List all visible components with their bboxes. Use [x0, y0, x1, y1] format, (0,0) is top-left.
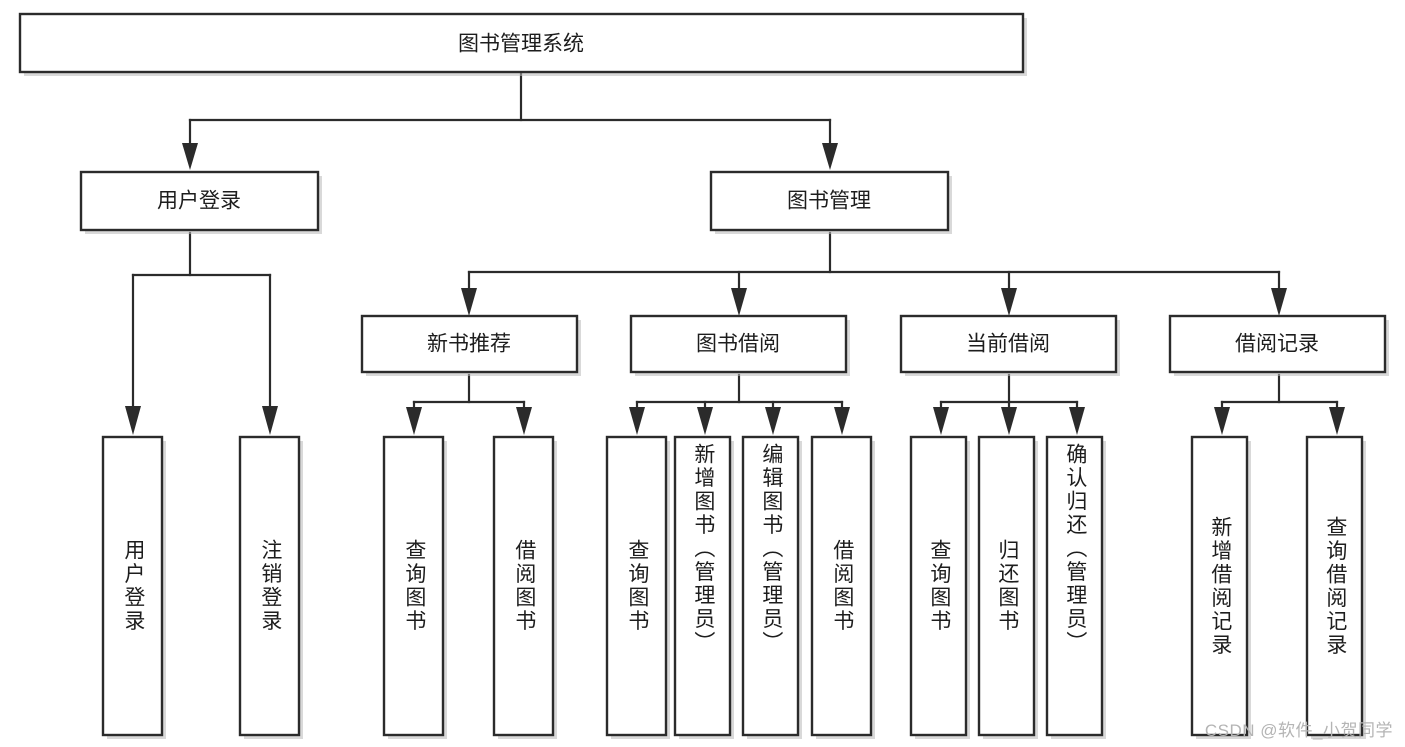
arrow-cb-leaf-3 [1069, 407, 1085, 435]
node-book-manage-box [709, 170, 950, 232]
arrow-bb-leaf-4 [834, 407, 850, 435]
node-borrow-record-box [1168, 314, 1387, 374]
node-borrow-record[interactable]: 借阅记录 [1168, 314, 1389, 376]
node-root[interactable]: 图书管理系统 [18, 12, 1027, 76]
leaf-logout[interactable] [238, 435, 303, 739]
node-book-borrow[interactable]: 图书借阅 [629, 314, 850, 376]
node-new-book-recommend-label: 新书推荐 [427, 333, 511, 356]
node-user-login-label: 用户登录 [157, 190, 241, 213]
leaf-logout-box [238, 435, 301, 737]
arrow-user-login-leaf-2 [262, 406, 278, 435]
arrow-bb-leaf-3 [765, 407, 781, 435]
node-current-borrow-box [899, 314, 1118, 374]
arrow-bb-leaf-1 [629, 407, 645, 435]
leaf-confirm-return-box [1045, 435, 1104, 737]
arrow-bm-to-new-book [461, 288, 477, 316]
leaf-add-book-box [673, 435, 732, 737]
arrow-nb-leaf-1 [406, 407, 422, 435]
arrow-bm-to-current-borrow [1001, 288, 1017, 316]
node-root-label: 图书管理系统 [458, 33, 584, 56]
node-new-book-recommend-box [360, 314, 579, 374]
arrow-bm-to-book-borrow [731, 288, 747, 316]
arrow-br-leaf-2 [1329, 407, 1345, 435]
node-user-login[interactable]: 用户登录 [79, 170, 322, 234]
arrow-root-to-user-login [182, 143, 198, 170]
leaf-confirm-return[interactable] [1045, 435, 1106, 739]
csdn-watermark: CSDN @软件_小贺同学 [1204, 721, 1393, 740]
leaf-add-record-box [1190, 435, 1249, 737]
leaf-query-book-3-box [909, 435, 968, 737]
leaf-query-book-2-box [605, 435, 668, 737]
edge-layer [125, 72, 1345, 435]
leaf-edit-book-box [741, 435, 800, 737]
node-book-manage-label: 图书管理 [787, 190, 871, 213]
leaf-edit-book[interactable] [741, 435, 802, 739]
node-user-login-box [79, 170, 320, 232]
arrow-cb-leaf-1 [933, 407, 949, 435]
leaf-add-book[interactable] [673, 435, 734, 739]
leaf-user-login-box [101, 435, 164, 737]
leaf-user-login[interactable] [101, 435, 166, 739]
leaf-query-book-3[interactable] [909, 435, 970, 739]
arrow-cb-leaf-2 [1001, 407, 1017, 435]
node-root-box [18, 12, 1025, 74]
node-borrow-record-label: 借阅记录 [1235, 333, 1319, 356]
leaf-query-book-2[interactable] [605, 435, 670, 739]
arrow-bm-to-borrow-record [1271, 288, 1287, 316]
leaf-return-book[interactable] [977, 435, 1038, 739]
leaf-borrow-book-2[interactable] [810, 435, 875, 739]
node-book-borrow-box [629, 314, 848, 374]
node-current-borrow-label: 当前借阅 [966, 333, 1050, 356]
leaf-borrow-book-1[interactable] [492, 435, 557, 739]
node-current-borrow[interactable]: 当前借阅 [899, 314, 1120, 376]
leaf-borrow-book-2-box [810, 435, 873, 737]
arrow-root-to-book-manage [822, 143, 838, 170]
node-book-manage[interactable]: 图书管理 [709, 170, 952, 234]
leaf-return-book-box [977, 435, 1036, 737]
node-new-book-recommend[interactable]: 新书推荐 [360, 314, 581, 376]
leaf-query-book-1-box [382, 435, 445, 737]
arrow-user-login-leaf-1 [125, 406, 141, 435]
leaf-add-record[interactable] [1190, 435, 1251, 739]
leaf-query-record-box [1305, 435, 1364, 737]
arrow-bb-leaf-2 [697, 407, 713, 435]
leaf-borrow-book-1-box [492, 435, 555, 737]
leaf-query-book-1[interactable] [382, 435, 447, 739]
leaf-query-record[interactable] [1305, 435, 1366, 739]
arrow-nb-leaf-2 [516, 407, 532, 435]
arrow-br-leaf-1 [1214, 407, 1230, 435]
node-book-borrow-label: 图书借阅 [696, 333, 780, 356]
